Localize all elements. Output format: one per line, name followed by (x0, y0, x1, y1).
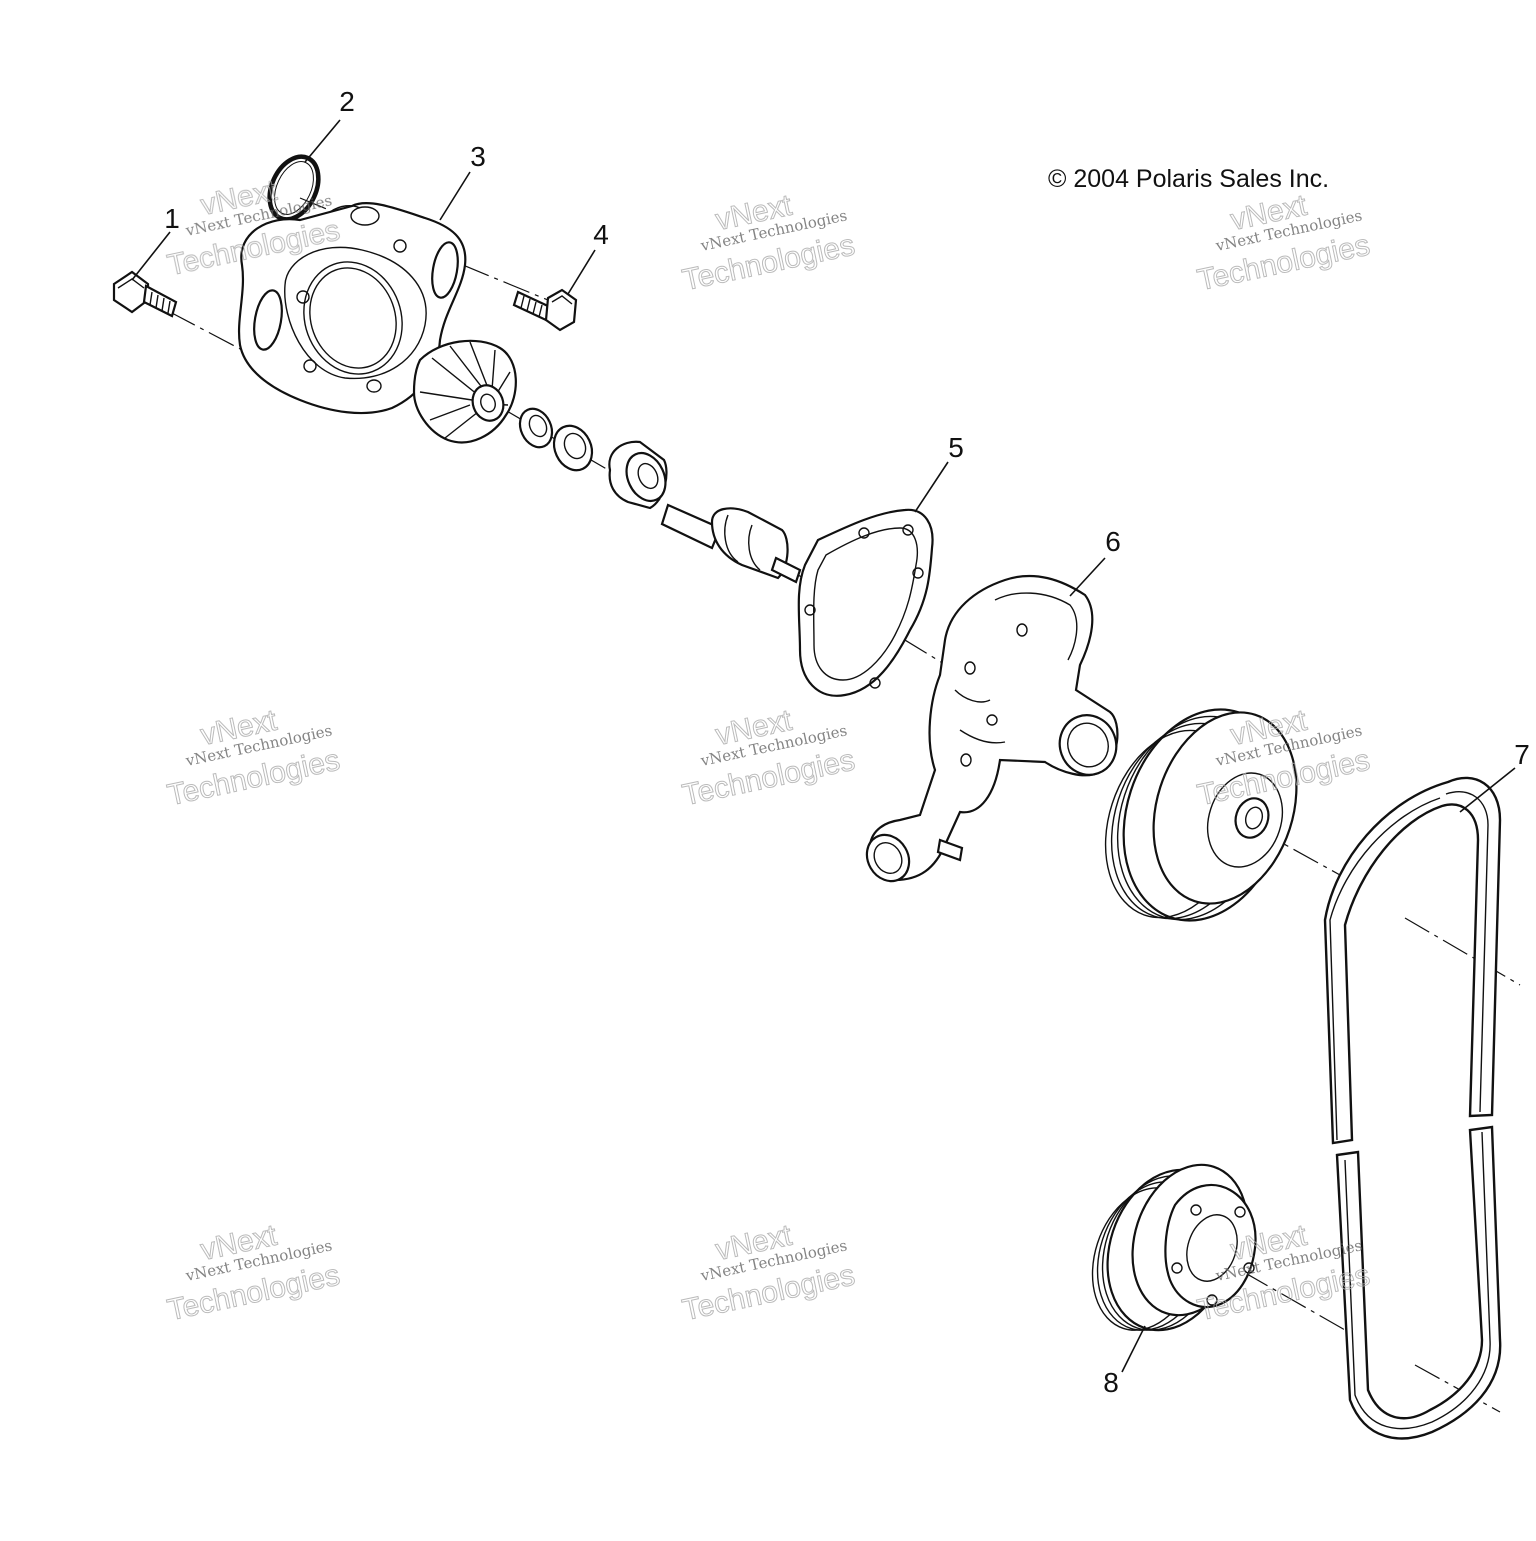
callout-labels: 1 2 3 4 5 6 7 8 (164, 86, 1530, 1398)
bolt-right (512, 288, 578, 332)
pump-cover (237, 202, 467, 415)
drive-pulley (1104, 708, 1298, 922)
callout-6: 6 (1105, 526, 1121, 557)
impeller (412, 339, 517, 444)
watermark: vNext vNext Technologies Technologies (164, 1218, 343, 1328)
bearing (608, 440, 668, 510)
pump-gasket (797, 508, 934, 697)
callout-7: 7 (1514, 739, 1530, 770)
drive-belt (1323, 776, 1502, 1440)
bolt-left (112, 270, 178, 318)
callout-5: 5 (948, 432, 964, 463)
pump-shaft (660, 503, 802, 584)
seal-ring-medium (552, 424, 594, 472)
crank-pulley (1091, 1163, 1257, 1332)
copyright-text: © 2004 Polaris Sales Inc. (1048, 165, 1329, 193)
callout-4: 4 (593, 219, 609, 250)
watermark: vNext vNext Technologies Technologies (1194, 188, 1373, 298)
watermark: vNext vNext Technologies Technologies (164, 703, 343, 813)
leader-lines (131, 119, 1516, 1373)
watermark: vNext vNext Technologies Technologies (679, 188, 858, 298)
watermarks: vNext vNext Technologies Technologies vN… (164, 173, 1373, 1328)
pump-housing (865, 574, 1119, 883)
callout-3: 3 (470, 141, 486, 172)
seal-ring-small (518, 407, 554, 449)
callout-2: 2 (339, 86, 355, 117)
callout-8: 8 (1103, 1367, 1119, 1398)
watermark: vNext vNext Technologies Technologies (679, 1218, 858, 1328)
watermark: vNext vNext Technologies Technologies (679, 703, 858, 813)
callout-1: 1 (164, 203, 180, 234)
